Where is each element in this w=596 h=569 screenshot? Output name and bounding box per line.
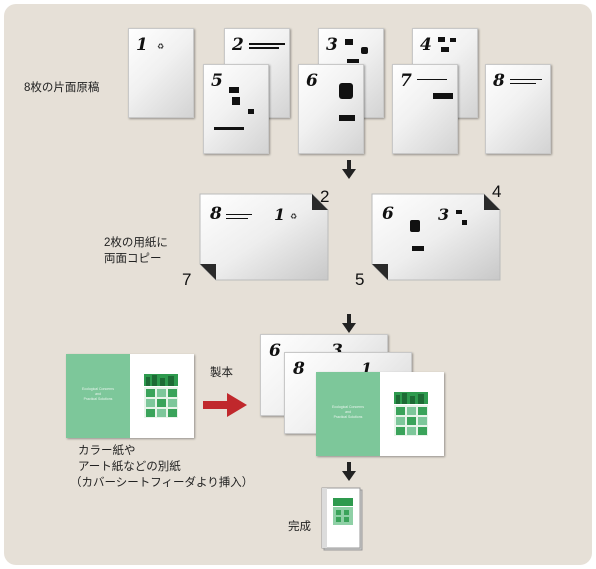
book-icon (321, 487, 363, 551)
image-block (450, 38, 456, 42)
duplex-label-line2: 両面コピー (104, 253, 162, 265)
duplex-label-line1: 2枚の用紙に (104, 237, 168, 249)
page-number: 6 (306, 71, 318, 91)
cover-title-line2: and (95, 392, 101, 396)
cover-label-line2: アート紙などの別紙 (78, 461, 181, 473)
cover-green-panel (316, 372, 380, 456)
page-number: 5 (211, 71, 223, 91)
image-block (361, 47, 368, 54)
text-block (510, 79, 542, 80)
image-block (412, 246, 424, 251)
page-number: 2 (232, 35, 244, 55)
cover-label-line1: カラー紙や (78, 445, 136, 457)
text-block (226, 214, 252, 215)
image-block (339, 115, 355, 121)
image-block (232, 97, 240, 105)
done-label: 完成 (288, 521, 311, 533)
cover-title-line3: Practical Solutions (333, 415, 363, 419)
right-arrow-icon (203, 393, 247, 417)
cover-title-line1: Ecological Concerns (332, 405, 364, 409)
back-page-number: 7 (182, 270, 192, 289)
cover-sheet: Ecological Concerns and Practical Soluti… (66, 354, 194, 438)
text-block (226, 218, 248, 219)
image-block (410, 220, 420, 232)
page-number: 8 (293, 359, 305, 379)
image-block (438, 37, 445, 42)
text-block (417, 79, 447, 80)
original-page-5: 5 (203, 64, 269, 154)
original-page-8: 8 (485, 64, 551, 154)
text-block (249, 43, 285, 45)
image-block (248, 109, 254, 114)
stack-cover-front: Ecological Concerns and Practical Soluti… (316, 372, 444, 456)
image-block (229, 87, 239, 93)
image-block (441, 47, 449, 52)
page-number: 6 (269, 341, 281, 361)
down-arrow-icon (342, 314, 356, 333)
down-arrow-icon (342, 160, 356, 179)
page-number: 3 (331, 341, 343, 361)
duplex-sheet-b (371, 193, 501, 281)
original-page-7: 7 (392, 64, 458, 154)
page-number: 1 (136, 35, 148, 55)
page-number: 8 (210, 204, 222, 224)
page-number: 8 (493, 71, 505, 91)
page-number: 1 (361, 359, 373, 378)
image-block (339, 83, 353, 99)
original-page-6: 6 (298, 64, 364, 154)
text-block (510, 83, 536, 84)
bind-label: 製本 (210, 367, 233, 379)
back-page-number: 5 (355, 270, 365, 289)
cover-label-line3: （カバーシートフィーダより挿入） (70, 477, 254, 489)
page-number: 4 (420, 35, 432, 55)
image-block (214, 127, 244, 130)
image-block (433, 93, 453, 99)
cover-title-line2: and (345, 410, 351, 414)
page-number: 1 (274, 205, 286, 224)
originals-label: 8枚の片面原稿 (24, 82, 100, 94)
image-block (462, 220, 467, 225)
original-page-1: 1 ♻ (128, 28, 194, 118)
back-page-number: 2 (320, 187, 330, 206)
cover-title-line1: Ecological Concerns (82, 387, 114, 391)
cover-green-panel (66, 354, 130, 438)
cover-title-line3: Practical Solutions (83, 397, 113, 401)
image-block (456, 210, 462, 214)
page-number: 3 (438, 205, 450, 224)
image-block (345, 39, 353, 45)
page-number: 3 (326, 35, 338, 55)
duplex-sheet-a (199, 193, 329, 281)
text-block (249, 47, 279, 49)
page-number: 6 (382, 204, 394, 224)
image-block (347, 59, 359, 63)
down-arrow-icon (342, 462, 356, 481)
recycle-icon: ♻ (157, 42, 165, 51)
recycle-icon: ♻ (290, 212, 298, 221)
back-page-number: 4 (492, 182, 502, 201)
city-icon (144, 374, 178, 418)
page-number: 7 (400, 71, 412, 91)
city-icon (394, 392, 428, 436)
